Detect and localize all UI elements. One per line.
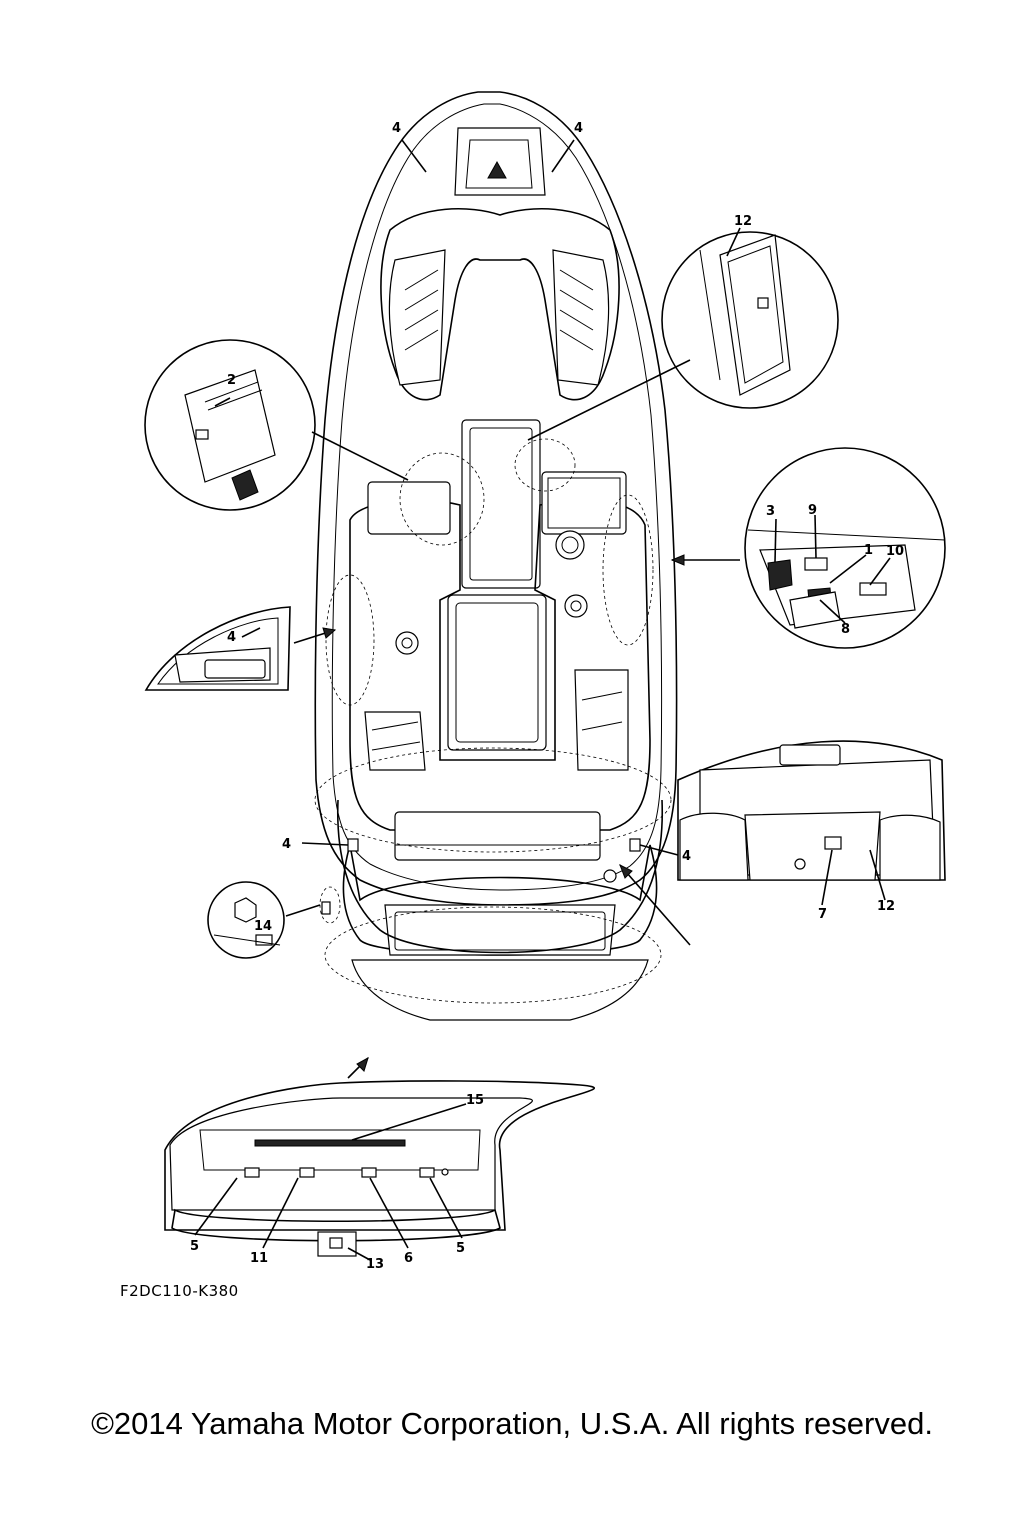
callout-transom-5-right: 5 [456, 1241, 465, 1256]
callout-transom-6: 6 [404, 1251, 413, 1266]
detail-bubble-stern [619, 740, 946, 946]
callout-mid-right: 4 [682, 849, 691, 864]
callout-stern-12: 12 [877, 899, 895, 914]
callout-transom-5-left: 5 [190, 1239, 199, 1254]
callout-small-14: 14 [254, 919, 272, 934]
detail-bubble-2 [144, 339, 409, 511]
callout-bow-left: 4 [392, 121, 401, 136]
callout-detail-2: 2 [227, 373, 236, 388]
callout-labels: 4 4 12 2 3 9 1 10 8 4 4 4 14 7 12 15 5 1… [190, 121, 904, 1272]
callout-bow-right: 4 [574, 121, 583, 136]
callout-detail-8: 8 [841, 622, 850, 637]
detail-bubble-12 [527, 227, 839, 441]
callout-detail-1: 1 [864, 543, 873, 558]
callout-mid-left: 4 [282, 837, 291, 852]
detail-bubble-14 [207, 881, 321, 959]
detail-bubble-side [144, 606, 337, 691]
transom-rear-view [164, 1056, 595, 1261]
callout-detail-10: 10 [886, 544, 904, 559]
callout-side-left: 4 [227, 630, 236, 645]
leader-lines [301, 139, 679, 856]
diagram-code: F2DC110-K380 [120, 1282, 239, 1300]
boat-hull [314, 91, 678, 1021]
callout-stern-7: 7 [818, 907, 827, 922]
copyright-notice: ©2014 Yamaha Motor Corporation, U.S.A. A… [91, 1406, 933, 1441]
callout-transom-15: 15 [466, 1093, 484, 1108]
callout-detail-12-top: 12 [734, 214, 752, 229]
callout-detail-3: 3 [766, 504, 775, 519]
callout-transom-11: 11 [250, 1251, 268, 1266]
detail-bubble-engine [670, 447, 946, 649]
callout-transom-13: 13 [366, 1257, 384, 1272]
callout-detail-9: 9 [808, 503, 817, 518]
